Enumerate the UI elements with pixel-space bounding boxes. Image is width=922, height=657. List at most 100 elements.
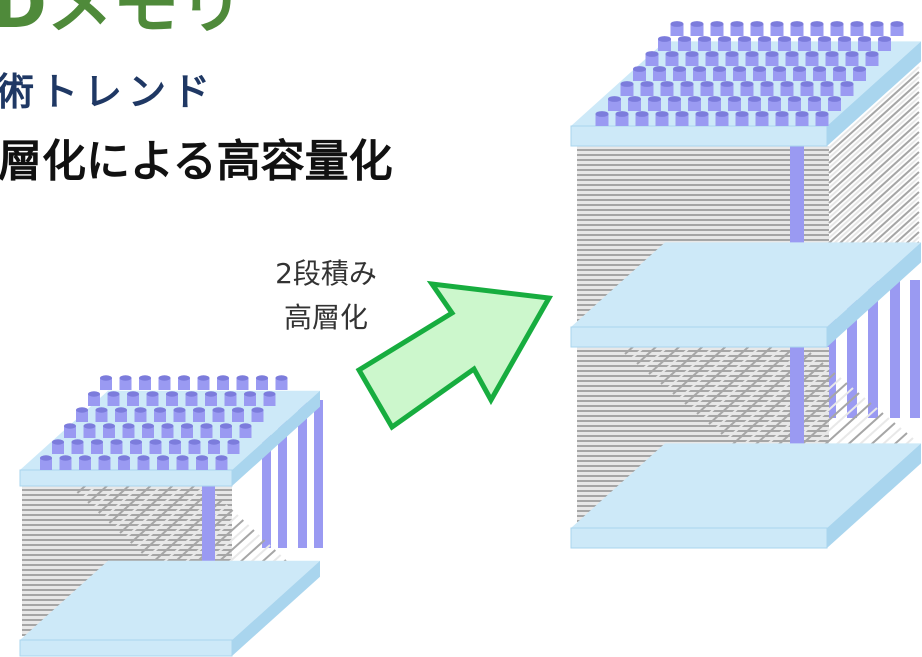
pillar-top xyxy=(137,455,150,461)
pillar-body xyxy=(595,114,609,126)
pillar-body xyxy=(725,54,739,66)
layer-edge xyxy=(22,534,232,536)
layer-edge xyxy=(577,360,829,362)
layer-front xyxy=(577,161,829,164)
pillar-body xyxy=(673,69,686,81)
pillar-top xyxy=(773,66,786,72)
pillar-top xyxy=(673,66,686,72)
stair-step xyxy=(828,111,920,194)
pillar-top xyxy=(815,111,829,117)
layer-edge xyxy=(22,524,232,526)
pillar-body xyxy=(220,426,232,438)
pillar-body xyxy=(79,458,91,470)
pillar-body xyxy=(197,378,210,390)
pillar-top xyxy=(620,81,634,87)
pillar-top xyxy=(715,111,729,117)
pillar-top xyxy=(628,96,641,102)
pillar-top xyxy=(690,21,704,27)
pillar-top xyxy=(820,81,834,87)
pillar-body xyxy=(244,394,256,406)
layer-front xyxy=(577,412,829,415)
pillar-top xyxy=(115,407,127,413)
pillar-body xyxy=(775,114,789,126)
layer-front xyxy=(577,186,829,189)
layer-edge xyxy=(577,164,829,166)
pillar-body xyxy=(88,394,100,406)
pillar-body xyxy=(59,458,72,470)
layer-edge xyxy=(577,370,829,372)
pillar-body xyxy=(785,54,799,66)
pillar-top xyxy=(805,51,819,57)
pillar-top xyxy=(166,391,178,397)
pillar-top xyxy=(733,66,746,72)
pillar-top xyxy=(780,81,794,87)
pillar-top xyxy=(755,111,769,117)
pillar-body xyxy=(748,99,761,111)
stair-step xyxy=(828,131,920,214)
pillar-top xyxy=(730,21,744,27)
pillar-top xyxy=(157,455,169,461)
pillar-top xyxy=(765,51,779,57)
pillar-top xyxy=(615,111,629,117)
pillar-top xyxy=(59,455,72,461)
pillar-top xyxy=(251,407,264,413)
pillar-body xyxy=(196,458,208,470)
pillar-body xyxy=(808,99,821,111)
pillar-body xyxy=(115,410,127,422)
layer-front xyxy=(577,146,829,149)
plate-side xyxy=(827,41,921,146)
pillar-body xyxy=(793,69,806,81)
pillar-body xyxy=(710,24,724,36)
layer-edge xyxy=(577,435,829,437)
layer-edge xyxy=(577,415,829,417)
pillar-top xyxy=(76,407,88,413)
pillar-body xyxy=(158,378,171,390)
pillar-top xyxy=(778,36,791,42)
pillar-body xyxy=(648,99,661,111)
pillar-top xyxy=(858,36,871,42)
pillar-body xyxy=(64,426,76,438)
pillar-top xyxy=(668,96,681,102)
pillar-top xyxy=(224,391,237,397)
growth-arrow xyxy=(355,280,554,431)
layer-edge xyxy=(22,549,232,551)
plate-side xyxy=(827,443,921,548)
pillar-body xyxy=(157,458,169,470)
pillar-top xyxy=(217,375,229,381)
pillar-body xyxy=(142,426,154,438)
layer-edge xyxy=(577,405,829,407)
pillar-top xyxy=(760,81,774,87)
layer-front xyxy=(577,196,829,199)
pillar-body xyxy=(130,442,142,454)
pillar-top xyxy=(127,391,139,397)
pillar-top xyxy=(149,439,162,445)
stair-step xyxy=(828,146,920,229)
layer-edge xyxy=(577,385,829,387)
layer-front xyxy=(577,347,829,350)
pillar-body xyxy=(181,426,193,438)
layer-edge xyxy=(577,395,829,397)
page-subtitle: 術トレンド xyxy=(0,70,217,114)
pillar-body xyxy=(658,39,671,51)
arrow-label-line1: 2段積み xyxy=(275,257,377,290)
pillar-top xyxy=(738,36,751,42)
pillar-top xyxy=(212,407,225,413)
pillar-body xyxy=(720,84,734,96)
pillar-body xyxy=(828,99,841,111)
pillar-top xyxy=(800,81,814,87)
pillar-top xyxy=(197,375,210,381)
stair-step xyxy=(828,71,920,154)
layer-front xyxy=(577,211,829,214)
pillar-top xyxy=(725,51,739,57)
layer-edge xyxy=(22,494,232,496)
layer-front xyxy=(577,201,829,204)
stair-step xyxy=(828,116,920,199)
stair-step xyxy=(828,66,920,149)
pillar-body xyxy=(788,99,801,111)
layer-front xyxy=(577,382,829,385)
plate-top xyxy=(571,443,921,528)
channel-bar xyxy=(910,280,920,418)
stair-step xyxy=(732,362,824,445)
pillar-top xyxy=(870,21,884,27)
